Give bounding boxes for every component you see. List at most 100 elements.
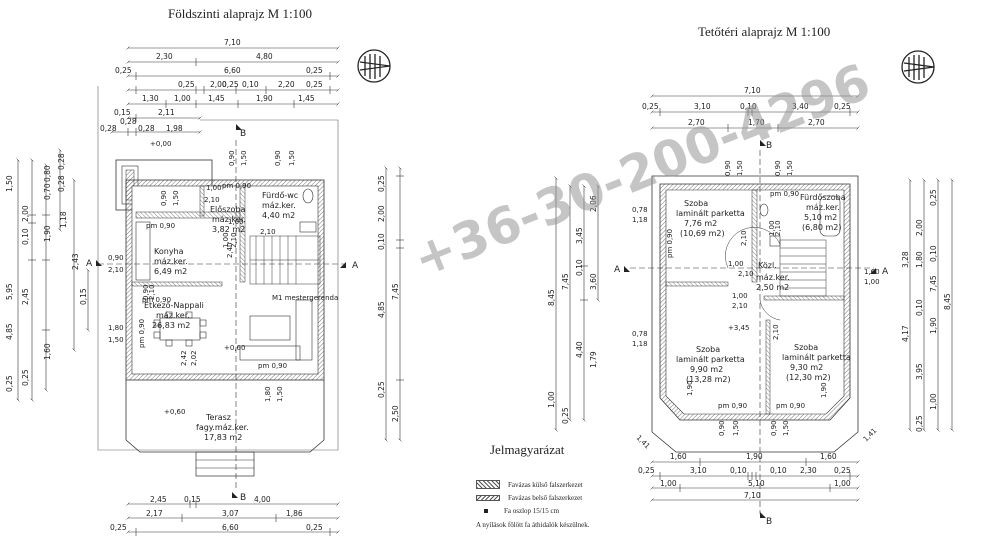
a-sec-a-left: A <box>614 265 621 275</box>
g-dim-t4e: 2,20 <box>278 80 295 89</box>
legend: Jelmagyarázat Favázas külső falszerkezet… <box>476 442 696 529</box>
a-sec-a-right: A <box>882 267 889 277</box>
g-open-23: 2,02 <box>190 350 198 366</box>
g-room-konyha: Konyha <box>154 247 184 256</box>
a-room-szoba3-floor: laminált parketta <box>782 353 851 362</box>
g-dim-l1: 1,50 <box>5 175 14 192</box>
a-dim-b3b: 5,10 <box>748 479 765 488</box>
a-open-14: 1,50 <box>786 160 794 176</box>
g-dim-t2b: 4,80 <box>256 52 273 61</box>
g-dim-r1: 0,25 <box>377 175 386 192</box>
a-dim-b1b: 1,90 <box>746 452 763 461</box>
g-room-etkezo-area: 26,83 m2 <box>152 321 190 330</box>
a-dim-t2e: 0,25 <box>834 102 851 111</box>
a-dim-t2a: 0,25 <box>642 102 659 111</box>
a-dim-t2d: 3,40 <box>792 102 809 111</box>
g-dim-t3c: 0,25 <box>306 66 323 75</box>
north-arrow-attic <box>901 50 935 84</box>
g-room-eloszoba-floor: máz.ker. <box>212 215 246 224</box>
g-level-2: +0,60 <box>164 408 185 416</box>
attic-dims-right <box>910 180 952 430</box>
g-open-15: 2,10 <box>108 266 124 274</box>
g-dim-r7: 2,50 <box>391 405 400 422</box>
a-dim-r5: 1,80 <box>915 251 924 268</box>
a-dim-l8: 1,79 <box>589 351 598 368</box>
g-dim-b3c: 0,25 <box>306 523 323 532</box>
g-open-24: 2,42 <box>180 350 188 366</box>
a-open-22: 1,41 <box>862 427 879 444</box>
a-dim-b2b: 3,10 <box>690 466 707 475</box>
a-dim-b2d: 0,10 <box>770 466 787 475</box>
ground-stairs <box>249 235 321 285</box>
a-dim-l2: 3,45 <box>575 227 584 244</box>
a-room-furdo-area2: (6,80 m2) <box>802 223 841 232</box>
hatch-swatch-icon <box>476 480 500 489</box>
g-open-10: 0,90 <box>274 150 282 166</box>
g-dim-t5b: 1,00 <box>174 94 191 103</box>
g-dim-t2a: 2,30 <box>156 52 173 61</box>
g-open-25: pm 0,90 <box>138 319 146 348</box>
ground-dims-bottom <box>128 500 338 536</box>
g-open-26: pm 0,90 <box>142 296 171 304</box>
g-open-6: 0,90 <box>160 190 168 206</box>
g-dim-b2b: 3,07 <box>222 509 239 518</box>
a-open-11: 0,90 <box>724 160 732 176</box>
a-open-9: pm 0,90 <box>776 402 805 410</box>
legend-item-exterior-wall: Favázas külső falszerkezet <box>476 478 696 491</box>
g-dim-b2c: 1,86 <box>286 509 303 518</box>
g-room-terasz-area: 17,83 m2 <box>204 433 242 442</box>
a-room-kozl-floor: máz.ker. <box>756 273 790 282</box>
a-open-10: pm 0,90 <box>666 229 674 258</box>
g-sec-a-left: A <box>86 259 93 269</box>
attic-floor-title: Tetőtéri alaprajz M 1:100 <box>698 24 831 39</box>
a-dim-b4: 7,10 <box>744 491 761 500</box>
g-dim-l15: 0,28 <box>57 153 66 170</box>
g-dim-l17: 0,80 <box>43 165 52 182</box>
a-open-12: 1,50 <box>736 160 744 176</box>
a-dim-l9: 1,00 <box>547 391 556 408</box>
a-open-18: 2,10 <box>738 270 754 278</box>
a-room-kozl: Közl. <box>758 261 777 270</box>
g-room-eloszoba-area: 3,82 m2 <box>212 225 245 234</box>
g-dim-t5d: 1,90 <box>256 94 273 103</box>
ground-dims-top <box>112 48 338 136</box>
a-dim-t3c: 2,70 <box>808 118 825 127</box>
attic-bathtub <box>819 195 841 237</box>
a-open-26: 2,10 <box>740 230 748 246</box>
a-room-furdo-area: 5,10 m2 <box>804 213 837 222</box>
a-dim-r6: 7,45 <box>929 275 938 292</box>
g-dim-r3: 0,10 <box>377 233 386 250</box>
g-dim-b2a: 2,17 <box>146 509 163 518</box>
a-room-szoba3: Szoba <box>794 343 818 352</box>
a-dim-b2c: 0,10 <box>730 466 747 475</box>
attic-sink <box>769 235 781 247</box>
g-open-4: 1,00 <box>206 184 222 192</box>
g-dim-l16: 0,70 <box>43 183 52 200</box>
a-dim-l10: 0,25 <box>561 407 570 424</box>
g-open-19: 2,40 <box>226 242 234 258</box>
a-dim-b2f: 0,25 <box>834 466 851 475</box>
legend-item-label: Favázas külső falszerkezet <box>508 480 583 489</box>
g-room-furdo-area: 4,40 m2 <box>262 211 295 220</box>
g-open-17: 1,50 <box>276 386 284 402</box>
a-dim-r8: 4,17 <box>901 325 910 342</box>
g-dim-b1b: 0,15 <box>184 495 201 504</box>
g-dim-t6b: 2,11 <box>158 108 175 117</box>
a-room-szoba2-floor: laminált parketta <box>676 355 745 364</box>
a-dim-t3b: 1,70 <box>748 118 765 127</box>
a-dim-r9: 0,10 <box>915 299 924 316</box>
a-open-13: 0,90 <box>774 160 782 176</box>
g-open-20: 1,00 <box>228 218 244 226</box>
g-open-7: 1,50 <box>172 190 180 206</box>
a-open-2: 1,18 <box>632 216 648 224</box>
g-open-3: pm 0,90 <box>258 362 287 370</box>
g-room-konyha-area: 6,49 m2 <box>154 267 187 276</box>
g-open-16: 1,80 <box>264 386 272 402</box>
a-open-29: 0,90 <box>770 420 778 436</box>
g-dim-t3a: 0,25 <box>115 66 132 75</box>
legend-item-label: Fa oszlop 15/15 cm <box>504 506 560 515</box>
a-dim-r2: 0,25 <box>929 189 938 206</box>
g-open-28: 2,10 <box>148 284 156 300</box>
a-open-28: 1,50 <box>732 420 740 436</box>
